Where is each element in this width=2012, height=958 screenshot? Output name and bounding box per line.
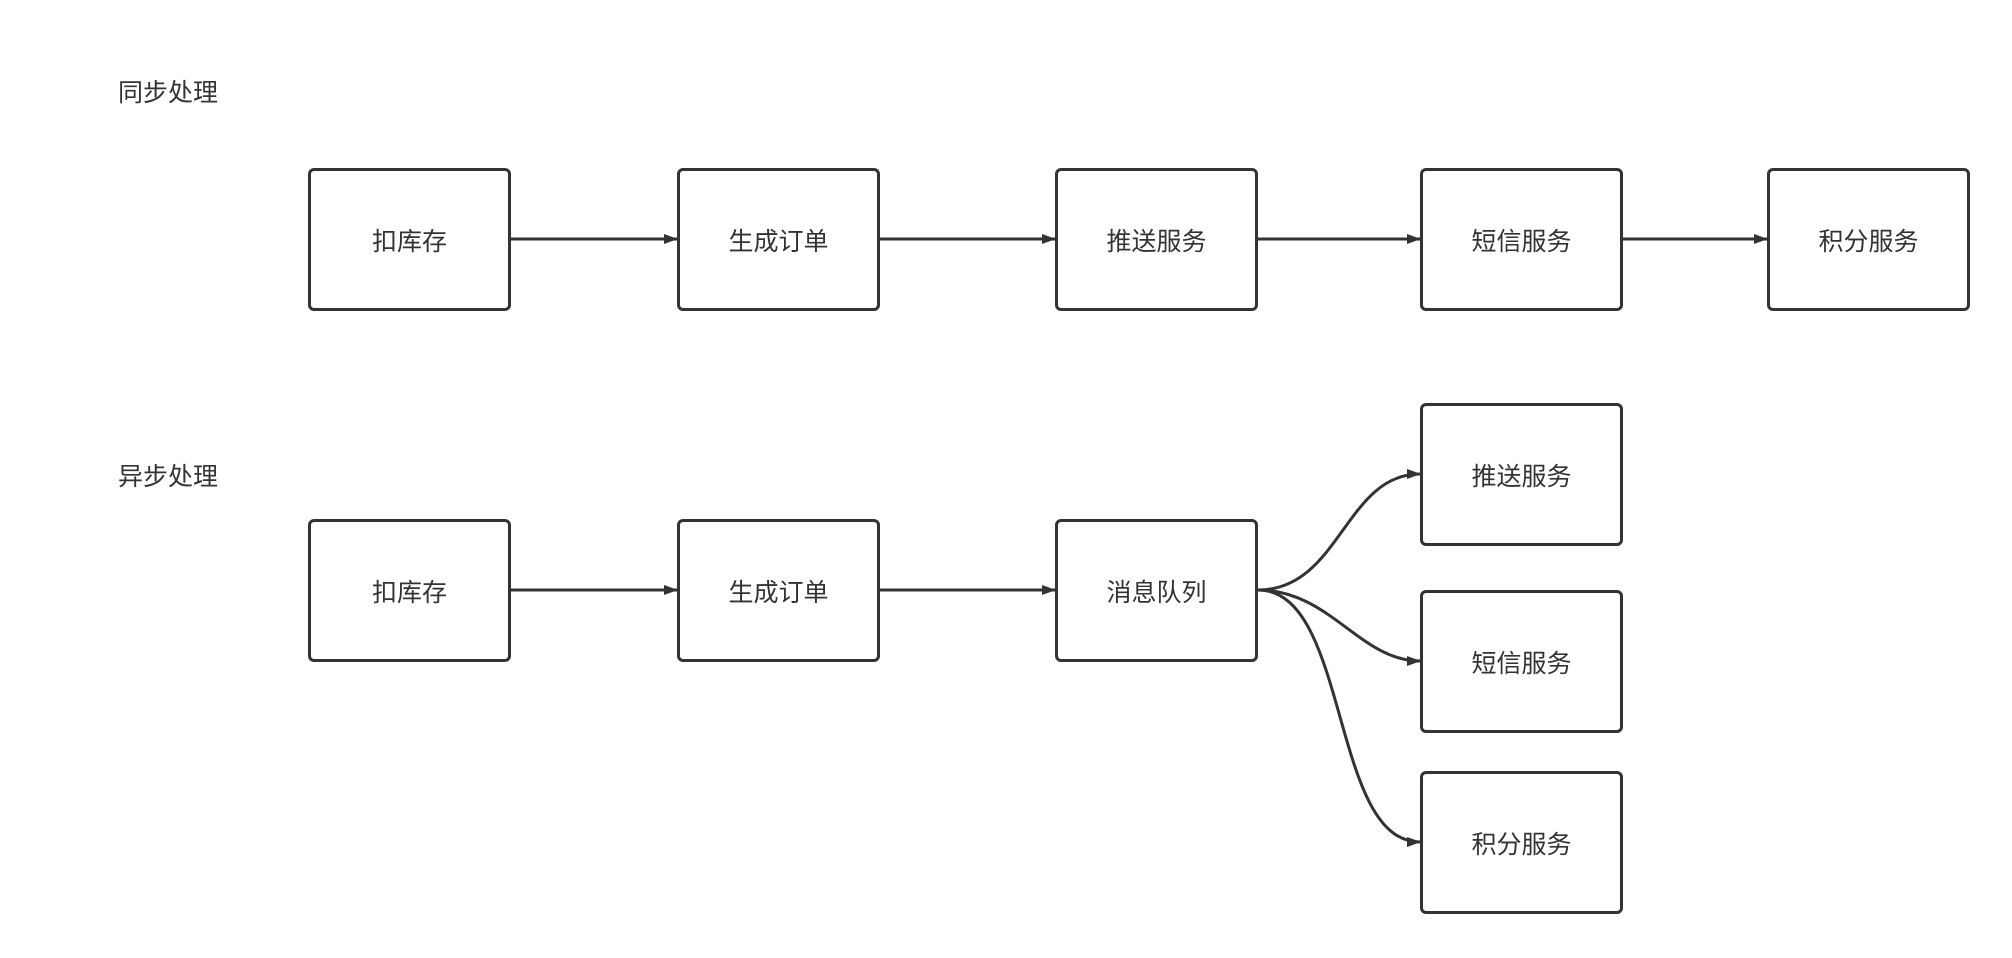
sync-node-create-order: 生成订单: [677, 168, 880, 311]
async-node-create-order: 生成订单: [677, 519, 880, 662]
fanout-arrow-points: [1257, 588, 1421, 847]
sync-node-deduct-inventory: 扣库存: [308, 168, 511, 311]
async-node-message-queue: 消息队列: [1055, 519, 1258, 662]
async-consumer-points-service: 积分服务: [1420, 771, 1623, 914]
sync-node-push-service: 推送服务: [1055, 168, 1258, 311]
sync-node-sms-service: 短信服务: [1420, 168, 1623, 311]
async-consumer-push-service: 推送服务: [1420, 403, 1623, 546]
async-node-deduct-inventory: 扣库存: [308, 519, 511, 662]
sync-section-title: 同步处理: [118, 78, 219, 107]
fanout-arrow-sms: [1257, 588, 1421, 666]
async-section-title: 异步处理: [118, 462, 219, 491]
sync-node-points-service: 积分服务: [1767, 168, 1970, 311]
async-consumer-sms-service: 短信服务: [1420, 590, 1623, 733]
fanout-arrow-push: [1257, 469, 1421, 592]
